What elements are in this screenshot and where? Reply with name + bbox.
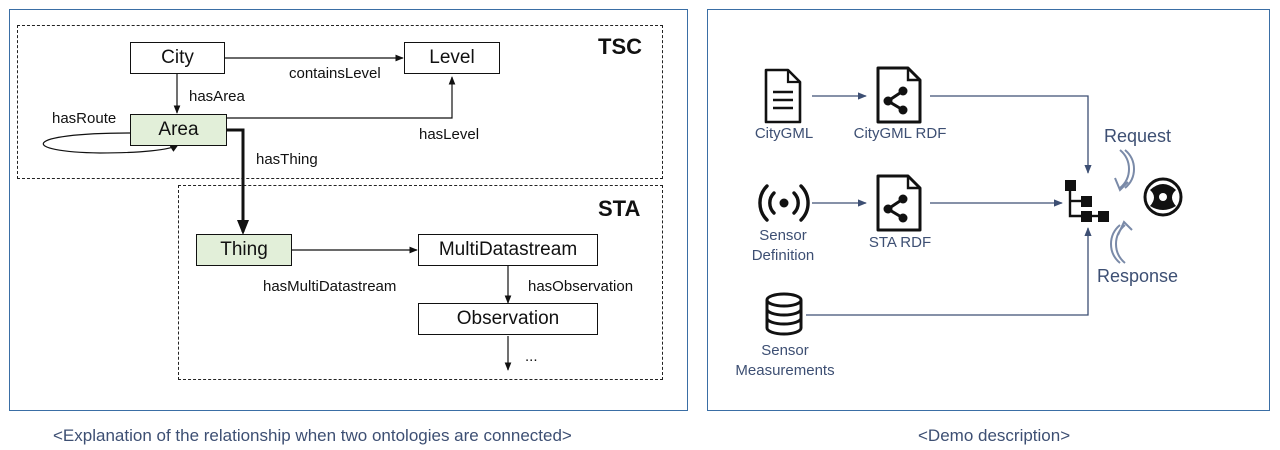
right-panel — [707, 9, 1270, 411]
right-diagram-graphics — [758, 66, 1183, 336]
label-sta-rdf: STA RDF — [868, 234, 932, 251]
label-sensor-definition-2: Definition — [751, 247, 815, 264]
node-observation: Observation — [418, 303, 598, 335]
label-request: Request — [1104, 126, 1172, 146]
node-thing: Thing — [196, 234, 292, 266]
sta-rdf-file-icon — [876, 174, 922, 232]
caption-right: <Demo description> — [918, 426, 1071, 445]
citygml-rdf-file-icon — [876, 66, 922, 124]
tsc-region — [17, 25, 663, 179]
edge-has-route — [42, 132, 179, 154]
hierarchy-icon — [1065, 180, 1109, 222]
label-citygml: CityGML — [754, 125, 814, 142]
label-has-multi-datastream: hasMultiDatastream — [263, 278, 397, 295]
sta-region — [178, 185, 663, 380]
left-diagram-edges — [42, 54, 512, 371]
sta-title: STA — [598, 196, 641, 221]
flow-measurements-to-store — [806, 227, 1092, 316]
label-has-thing: hasThing — [256, 151, 318, 168]
node-level: Level — [404, 42, 500, 74]
tsc-title: TSC — [598, 34, 642, 59]
label-citygml-rdf: CityGML RDF — [853, 125, 947, 142]
edge-has-thing — [227, 128, 249, 235]
node-city: City — [130, 42, 225, 74]
database-icon — [765, 292, 803, 336]
label-ellipsis: ... — [525, 348, 538, 365]
edge-has-level — [227, 76, 456, 119]
label-contains-level: containsLevel — [289, 65, 381, 82]
document-icon — [764, 68, 802, 124]
label-has-route: hasRoute — [52, 110, 117, 127]
node-multidatastream: MultiDatastream — [418, 234, 598, 266]
caption-left: <Explanation of the relationship when tw… — [53, 426, 572, 445]
response-arrow-icon — [1110, 220, 1133, 264]
label-sensor-measurements-2: Measurements — [735, 362, 835, 379]
request-arrow-icon — [1114, 149, 1135, 192]
label-has-level: hasLevel — [419, 126, 480, 143]
label-sensor-measurements-1: Sensor — [761, 342, 809, 359]
node-area: Area — [130, 114, 227, 146]
left-panel — [9, 9, 688, 411]
flow-citygml-rdf-to-store — [930, 95, 1092, 174]
client-icon — [1143, 177, 1183, 217]
label-sensor-definition-1: Sensor — [759, 227, 807, 244]
broadcast-icon — [758, 184, 810, 222]
label-has-area: hasArea — [189, 88, 245, 105]
label-has-observation: hasObservation — [528, 278, 634, 295]
label-response: Response — [1097, 266, 1179, 286]
